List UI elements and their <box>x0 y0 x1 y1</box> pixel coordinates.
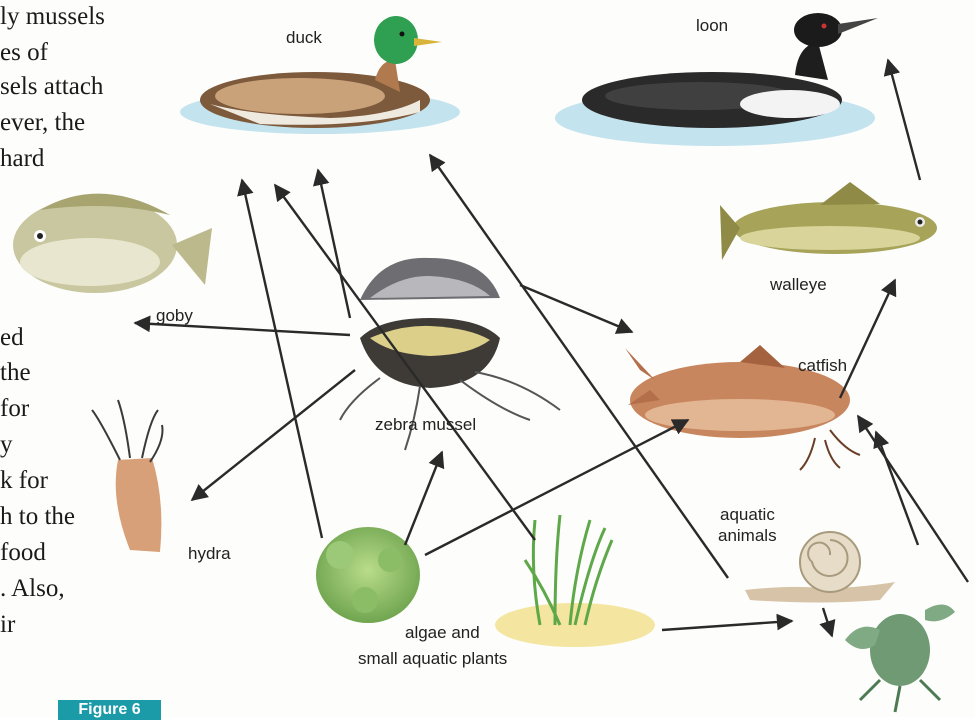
goby-illustration <box>13 194 212 293</box>
arrow-mussel-to-hydra <box>192 370 355 500</box>
algae-illustration <box>316 527 420 623</box>
arrow-crayfish-to-catfish-1 <box>876 432 918 545</box>
hydra-illustration <box>92 400 163 552</box>
walleye-illustration <box>720 182 937 260</box>
arrow-algae-to-catfish <box>425 420 688 555</box>
crayfish-illustration <box>845 604 955 712</box>
arrow-plants-to-animals <box>662 621 792 630</box>
label-goby: goby <box>156 307 193 326</box>
label-walleye: walleye <box>770 276 827 295</box>
aquatic-plants-illustration <box>495 515 655 647</box>
label-algae-line2: small aquatic plants <box>358 650 507 669</box>
arrow-walleye-to-loon <box>888 60 920 180</box>
label-algae-line1: algae and <box>405 624 480 643</box>
label-loon: loon <box>696 17 728 36</box>
arrow-algae-to-mussel <box>405 452 442 545</box>
figure-label: Figure 6 <box>58 700 161 720</box>
arrow-catfish-to-walleye <box>840 280 895 398</box>
label-zebra-mussel: zebra mussel <box>375 416 476 435</box>
label-hydra: hydra <box>188 545 231 564</box>
label-aquatic-animals-line2: animals <box>718 527 777 546</box>
label-catfish: catfish <box>798 357 847 376</box>
arrow-crayfish-to-catfish-2 <box>858 416 968 582</box>
label-aquatic-animals-line1: aquatic <box>720 506 775 525</box>
label-duck: duck <box>286 29 322 48</box>
arrow-plants-to-duck <box>275 185 535 540</box>
arrow-mussel-to-duck <box>318 170 350 318</box>
arrow-snail-to-crayfish <box>823 608 832 636</box>
